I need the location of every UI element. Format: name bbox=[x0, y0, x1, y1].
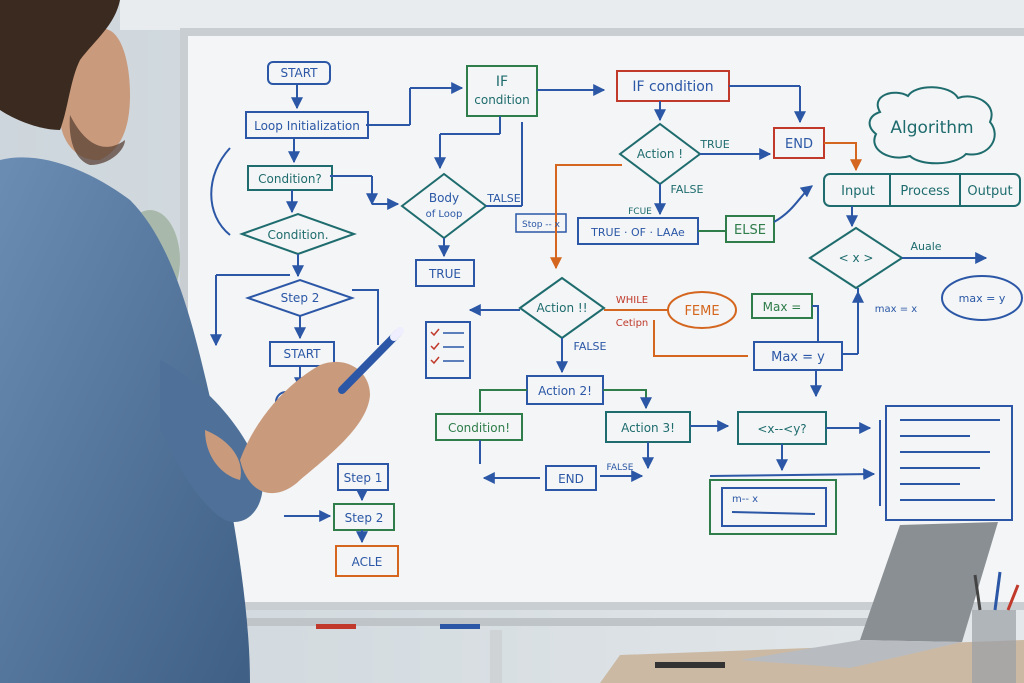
blue-marker bbox=[440, 624, 480, 629]
x-diamond-label: < x > bbox=[839, 251, 874, 265]
body-line2: of Loop bbox=[426, 209, 463, 220]
person-hair bbox=[0, 0, 120, 130]
board-stand bbox=[490, 630, 502, 683]
cetipn-label: Cetipn bbox=[616, 318, 649, 329]
end-bottom-label: END bbox=[558, 472, 584, 486]
pencil-cup bbox=[972, 610, 1016, 683]
acle-label: ACLE bbox=[352, 555, 383, 569]
loop-init-label: Loop Initialization bbox=[254, 119, 360, 133]
condition-diamond-label: Condition. bbox=[267, 228, 328, 242]
action2-label: Action 2! bbox=[538, 384, 592, 398]
ceiling-windows bbox=[120, 0, 1024, 30]
false-label-top: FALSE bbox=[671, 183, 704, 196]
action-top-label: Action ! bbox=[637, 147, 683, 161]
mx-note-label: m-- x bbox=[732, 494, 758, 505]
max-eq-x-label: max = x bbox=[875, 304, 918, 315]
laptop-base bbox=[740, 640, 962, 668]
condition-q-label: Condition? bbox=[258, 172, 322, 186]
end-top-label: END bbox=[785, 137, 813, 152]
true-of-laae-label: TRUE · OF · LAAe bbox=[590, 226, 685, 239]
step2-box-label: Step 2 bbox=[345, 511, 384, 525]
start-top-label: START bbox=[280, 66, 318, 80]
person bbox=[0, 0, 404, 683]
fcue-label: FCUE bbox=[628, 207, 652, 217]
body-line1: Body bbox=[429, 191, 459, 205]
max-eq-y-label: max = y bbox=[959, 292, 1006, 305]
true-box-label: TRUE bbox=[428, 267, 461, 281]
max-box1-label: Max = bbox=[763, 300, 802, 314]
stop-x-label: Stop -- x bbox=[522, 220, 561, 230]
process-label: Process bbox=[900, 184, 950, 199]
pen-on-desk bbox=[655, 662, 725, 668]
talse-label: TALSE bbox=[486, 192, 521, 205]
laptop-screen bbox=[860, 522, 998, 642]
while-label: WHILE bbox=[616, 295, 648, 306]
action3-label: Action 3! bbox=[621, 421, 675, 435]
step1-label: Step 1 bbox=[344, 471, 383, 485]
max-box2-label: Max = y bbox=[771, 350, 825, 365]
if-line1: IF bbox=[496, 74, 508, 90]
marker-tray bbox=[230, 618, 880, 626]
whiteboard-surface bbox=[188, 36, 1024, 602]
false-bottom-label: FALSE bbox=[607, 463, 634, 473]
blue-marker-in-hand bbox=[338, 329, 402, 394]
xcy-label: <x--<y? bbox=[757, 422, 806, 436]
false-mid-label: FALSE bbox=[574, 340, 607, 353]
else-label: ELSE bbox=[734, 223, 766, 238]
auale-label: Auale bbox=[910, 240, 941, 253]
condition-box-label: Condition! bbox=[448, 421, 510, 435]
if-line2: condition bbox=[474, 93, 529, 107]
person-other-hand bbox=[205, 430, 241, 480]
feme-label: FEME bbox=[684, 304, 719, 319]
output-label: Output bbox=[967, 184, 1012, 199]
if-condition-box-label: IF condition bbox=[632, 79, 713, 95]
algorithm-label: Algorithm bbox=[890, 118, 973, 138]
person-shirt bbox=[0, 157, 250, 683]
input-label: Input bbox=[841, 184, 875, 199]
true-label: TRUE bbox=[699, 138, 729, 151]
person-hand bbox=[240, 361, 370, 494]
person-beard bbox=[69, 115, 125, 165]
red-marker bbox=[316, 624, 356, 629]
start-mid-label: START bbox=[283, 347, 321, 361]
step2-diamond-label: Step 2 bbox=[281, 291, 320, 305]
action-mid-label: Action !! bbox=[536, 301, 587, 315]
